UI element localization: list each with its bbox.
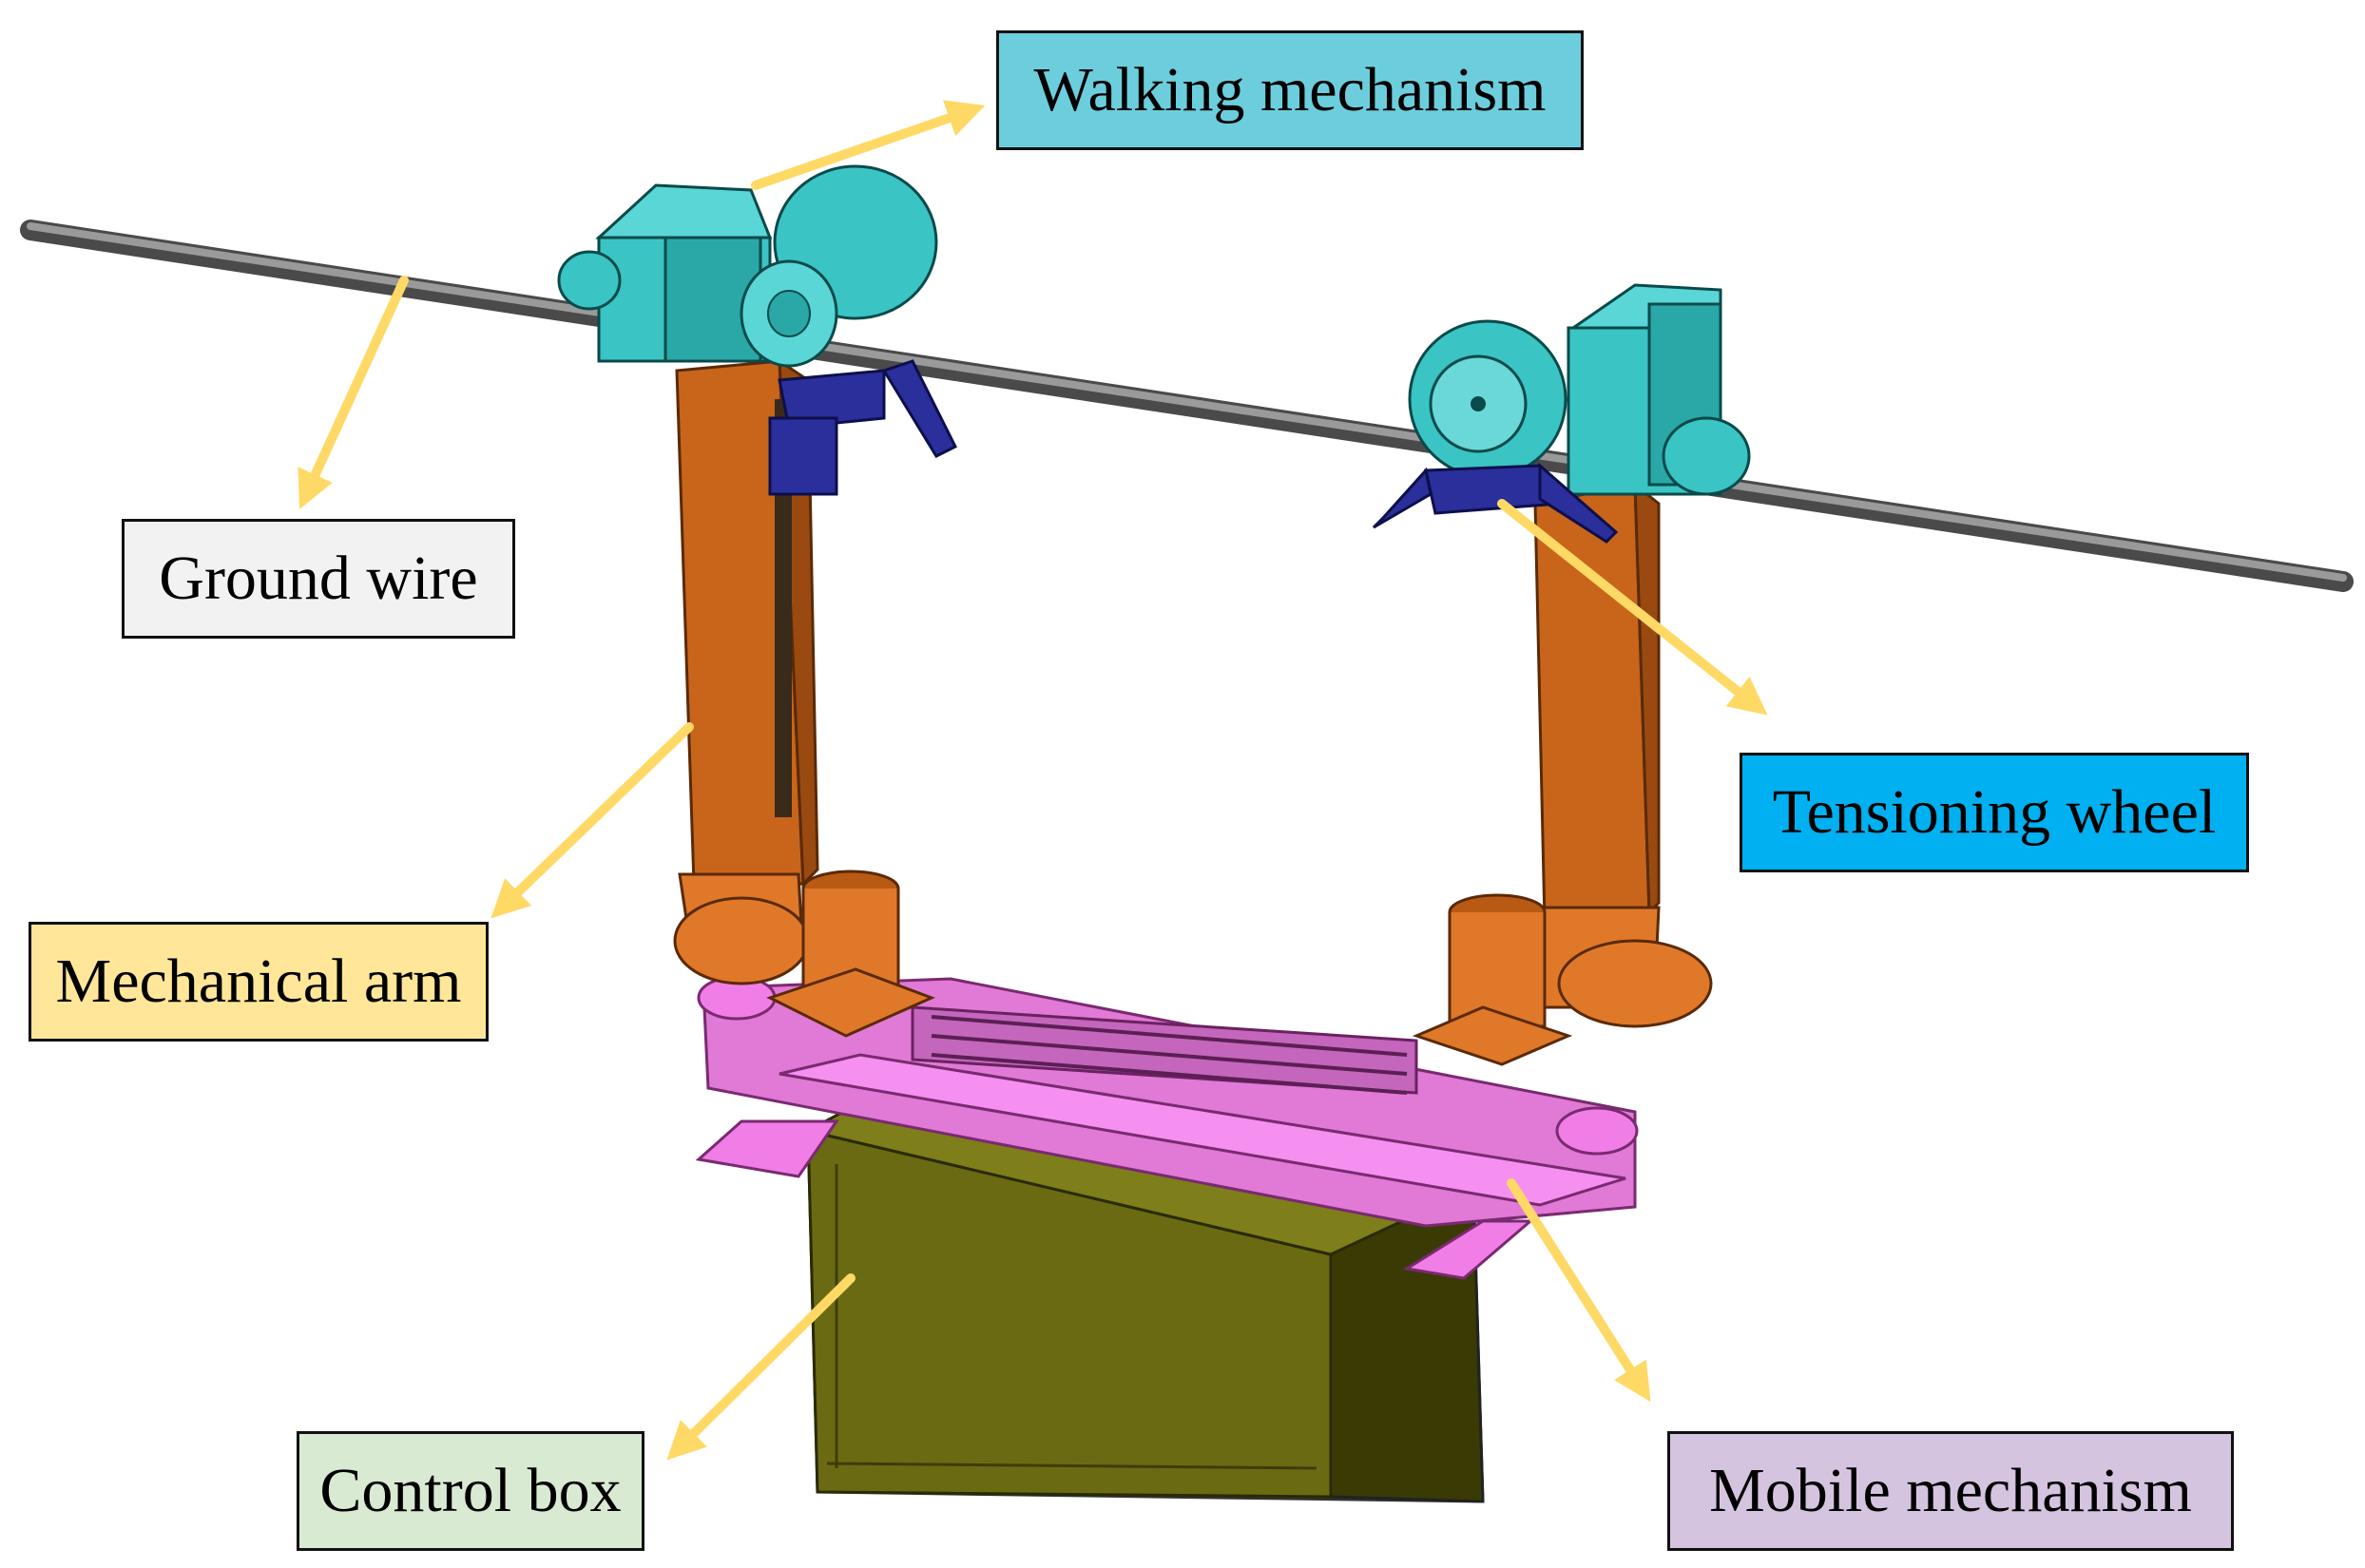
left-walking-unit [557, 164, 958, 496]
right-walking-unit [1372, 283, 1751, 544]
arrow-mobile [1507, 1178, 1651, 1403]
pointer-arrows [298, 100, 1768, 1461]
label-mobile-mechanism: Mobile mechanism [1667, 1431, 2234, 1551]
arrow-tension [1497, 499, 1768, 716]
label-control-box: Control box [297, 1431, 644, 1551]
ground-wire [20, 220, 2354, 592]
mobile-frame [695, 975, 1639, 1280]
right-arm [1412, 481, 1713, 1066]
arrow-walking [751, 100, 986, 190]
arrow-arm [490, 722, 694, 919]
label-mechanical-arm: Mechanical arm [29, 922, 489, 1042]
label-walking-mechanism: Walking mechanism [996, 30, 1584, 150]
arrow-control [666, 1273, 856, 1461]
label-tensioning-wheel: Tensioning wheel [1740, 753, 2249, 872]
label-ground-wire: Ground wire [122, 519, 515, 639]
arrow-ground [298, 276, 409, 509]
